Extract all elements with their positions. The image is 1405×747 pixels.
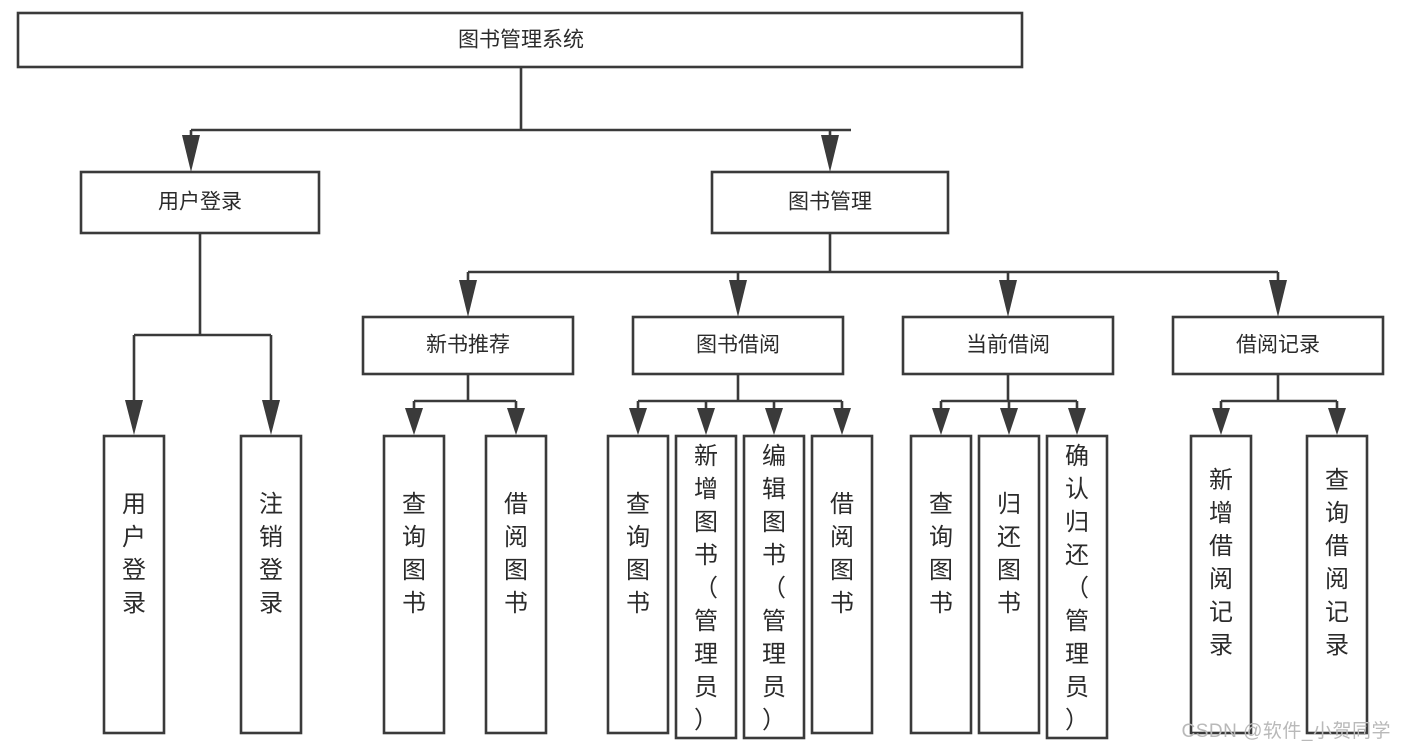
node-current-borrow-label: 当前借阅 [966, 334, 1050, 357]
arrow-current-leaf3-icon [1068, 408, 1086, 435]
leaf-records-query[interactable]: 查询借阅记录 [1305, 434, 1369, 735]
leaf-current-confirm-return-box[interactable] [1045, 434, 1109, 740]
arrow-bookmanage-l3-1-icon [459, 280, 477, 317]
leaf-borrow-add-box[interactable] [674, 434, 738, 740]
node-user-login-label: 用户登录 [158, 191, 242, 214]
node-book-borrow-box[interactable] [631, 315, 845, 376]
leaf-newbook-query-label: 查询图书 [402, 491, 426, 617]
leaf-current-query-label: 查询图书 [929, 491, 953, 617]
leaf-user-login-logout-box[interactable] [239, 434, 303, 735]
node-current-borrow[interactable]: 当前借阅 [901, 315, 1115, 376]
arrow-newbook-leaf1-icon [405, 408, 423, 435]
leaf-records-add-label: 新增借阅记录 [1209, 467, 1233, 659]
node-book-borrow-label: 图书借阅 [696, 334, 780, 357]
node-root-label: 图书管理系统 [458, 29, 584, 52]
leaf-current-return[interactable]: 归还图书 [977, 434, 1041, 735]
arrow-userlogin-leaf1-icon [125, 400, 143, 435]
leaf-current-confirm-return-label: 确认归还（管理员） [1065, 443, 1089, 734]
arrow-userlogin-leaf2-icon [262, 400, 280, 435]
node-new-book-recommend-box[interactable] [361, 315, 575, 376]
arrow-records-leaf2-icon [1328, 408, 1346, 435]
leaf-borrow-borrowbook[interactable]: 借阅图书 [810, 434, 874, 735]
leaf-borrow-borrowbook-label: 借阅图书 [830, 491, 854, 617]
arrow-borrow-leaf4-icon [833, 408, 851, 435]
leaf-newbook-borrow-label: 借阅图书 [504, 491, 528, 617]
arrow-bookmanage-l3-4-icon [1269, 280, 1287, 317]
arrow-borrow-leaf1-icon [629, 408, 647, 435]
arrow-newbook-leaf2-icon [507, 408, 525, 435]
arrow-records-leaf1-icon [1212, 408, 1230, 435]
leaf-user-login-login-label: 用户登录 [122, 491, 146, 617]
leaf-borrow-add[interactable]: 新增图书（管理员） [674, 434, 738, 740]
connector-layer [125, 67, 1346, 435]
node-book-manage-box[interactable] [710, 170, 950, 235]
leaf-newbook-query[interactable]: 查询图书 [382, 434, 446, 735]
leaf-borrow-query[interactable]: 查询图书 [606, 434, 670, 735]
arrow-bookmanage-l3-3-icon [999, 280, 1017, 317]
leaf-records-query-label: 查询借阅记录 [1325, 467, 1349, 659]
arrow-root-to-user-login-icon [182, 135, 200, 172]
leaf-borrow-edit-label: 编辑图书（管理员） [762, 443, 786, 734]
node-root-box[interactable] [16, 11, 1024, 69]
arrow-borrow-leaf2-icon [697, 408, 715, 435]
leaf-borrow-edit-box[interactable] [742, 434, 806, 740]
leaf-records-add[interactable]: 新增借阅记录 [1189, 434, 1253, 735]
leaf-user-login-login-box[interactable] [102, 434, 166, 735]
node-root[interactable]: 图书管理系统 [16, 11, 1024, 69]
leaf-current-query-box[interactable] [909, 434, 973, 735]
node-book-manage-label: 图书管理 [788, 191, 872, 214]
node-current-borrow-box[interactable] [901, 315, 1115, 376]
node-user-login[interactable]: 用户登录 [79, 170, 321, 235]
leaf-borrow-edit[interactable]: 编辑图书（管理员） [742, 434, 806, 740]
node-new-book-recommend-label: 新书推荐 [426, 334, 510, 357]
arrow-bookmanage-l3-2-icon [729, 280, 747, 317]
node-borrow-records-label: 借阅记录 [1236, 334, 1320, 357]
leaf-borrow-query-box[interactable] [606, 434, 670, 735]
leaf-user-login-logout[interactable]: 注销登录 [239, 434, 303, 735]
leaf-current-query[interactable]: 查询图书 [909, 434, 973, 735]
leaf-records-query-box[interactable] [1305, 434, 1369, 735]
leaf-newbook-borrow[interactable]: 借阅图书 [484, 434, 548, 735]
leaf-borrow-query-label: 查询图书 [626, 491, 650, 617]
leaf-user-login-logout-label: 注销登录 [259, 491, 283, 617]
leaf-newbook-borrow-box[interactable] [484, 434, 548, 735]
leaf-newbook-query-box[interactable] [382, 434, 446, 735]
leaf-borrow-add-label: 新增图书（管理员） [694, 443, 718, 734]
node-book-borrow[interactable]: 图书借阅 [631, 315, 845, 376]
leaf-user-login-login[interactable]: 用户登录 [102, 434, 166, 735]
leaf-records-add-box[interactable] [1189, 434, 1253, 735]
node-user-login-box[interactable] [79, 170, 321, 235]
arrow-current-leaf2-icon [1000, 408, 1018, 435]
arrow-borrow-leaf3-icon [765, 408, 783, 435]
arrow-root-to-book-manage-icon [821, 135, 839, 172]
leaf-borrow-borrowbook-box[interactable] [810, 434, 874, 735]
node-borrow-records[interactable]: 借阅记录 [1171, 315, 1385, 376]
leaf-current-return-box[interactable] [977, 434, 1041, 735]
node-book-manage[interactable]: 图书管理 [710, 170, 950, 235]
leaf-current-return-label: 归还图书 [997, 491, 1021, 617]
leaf-current-confirm-return[interactable]: 确认归还（管理员） [1045, 434, 1109, 740]
node-borrow-records-box[interactable] [1171, 315, 1385, 376]
node-new-book-recommend[interactable]: 新书推荐 [361, 315, 575, 376]
arrow-current-leaf1-icon [932, 408, 950, 435]
